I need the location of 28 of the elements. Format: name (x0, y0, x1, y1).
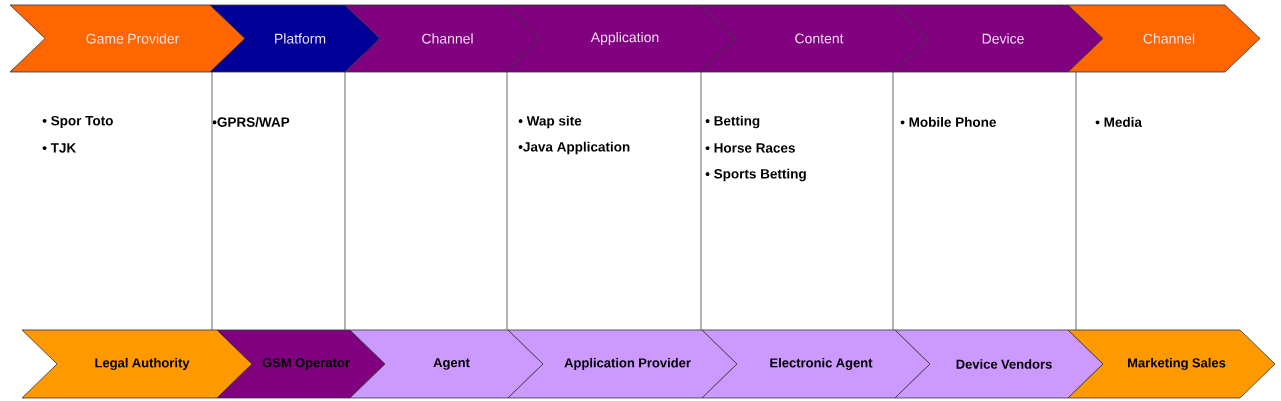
process-step: Content (699, 4, 929, 73)
bullet-item: • Mobile Phone (900, 117, 996, 127)
node-label: Agent (433, 358, 470, 370)
node-label: Electronic Agent (770, 357, 873, 371)
process-step: Device Vendors (894, 329, 1104, 399)
process-step: Marketing Sales (1067, 329, 1276, 399)
process-step: Device (892, 4, 1104, 73)
bullet-item: • Sports Betting (705, 168, 806, 182)
bullet-item: • Horse Races (705, 143, 795, 153)
bullet-item: • TJK (42, 143, 77, 153)
process-step: Legal Authority (21, 329, 253, 399)
process-step: Application (504, 4, 736, 73)
process-step: Electronic Agent (701, 329, 931, 399)
process-step: Agent (349, 329, 544, 399)
bullet-item: •GPRS/WAP (212, 116, 290, 127)
bullet-item: • Betting (705, 115, 760, 129)
node-label: Device Vendors (956, 359, 1052, 369)
bullet-item: • Wap site (518, 115, 582, 129)
process-step: Application Provider (507, 329, 738, 399)
bullet-item: • Spor Toto (42, 115, 113, 129)
bullet-item: • Media (1095, 117, 1142, 127)
process-step: Channel (1067, 4, 1261, 73)
bullet-item: •Java Application (518, 141, 630, 155)
process-step: Game Provider (9, 4, 246, 73)
node-label: Application Provider (564, 357, 691, 371)
process-step: GSM Operator (216, 329, 386, 399)
process-step: Channel (344, 4, 541, 73)
process-step: Platform (209, 4, 381, 73)
